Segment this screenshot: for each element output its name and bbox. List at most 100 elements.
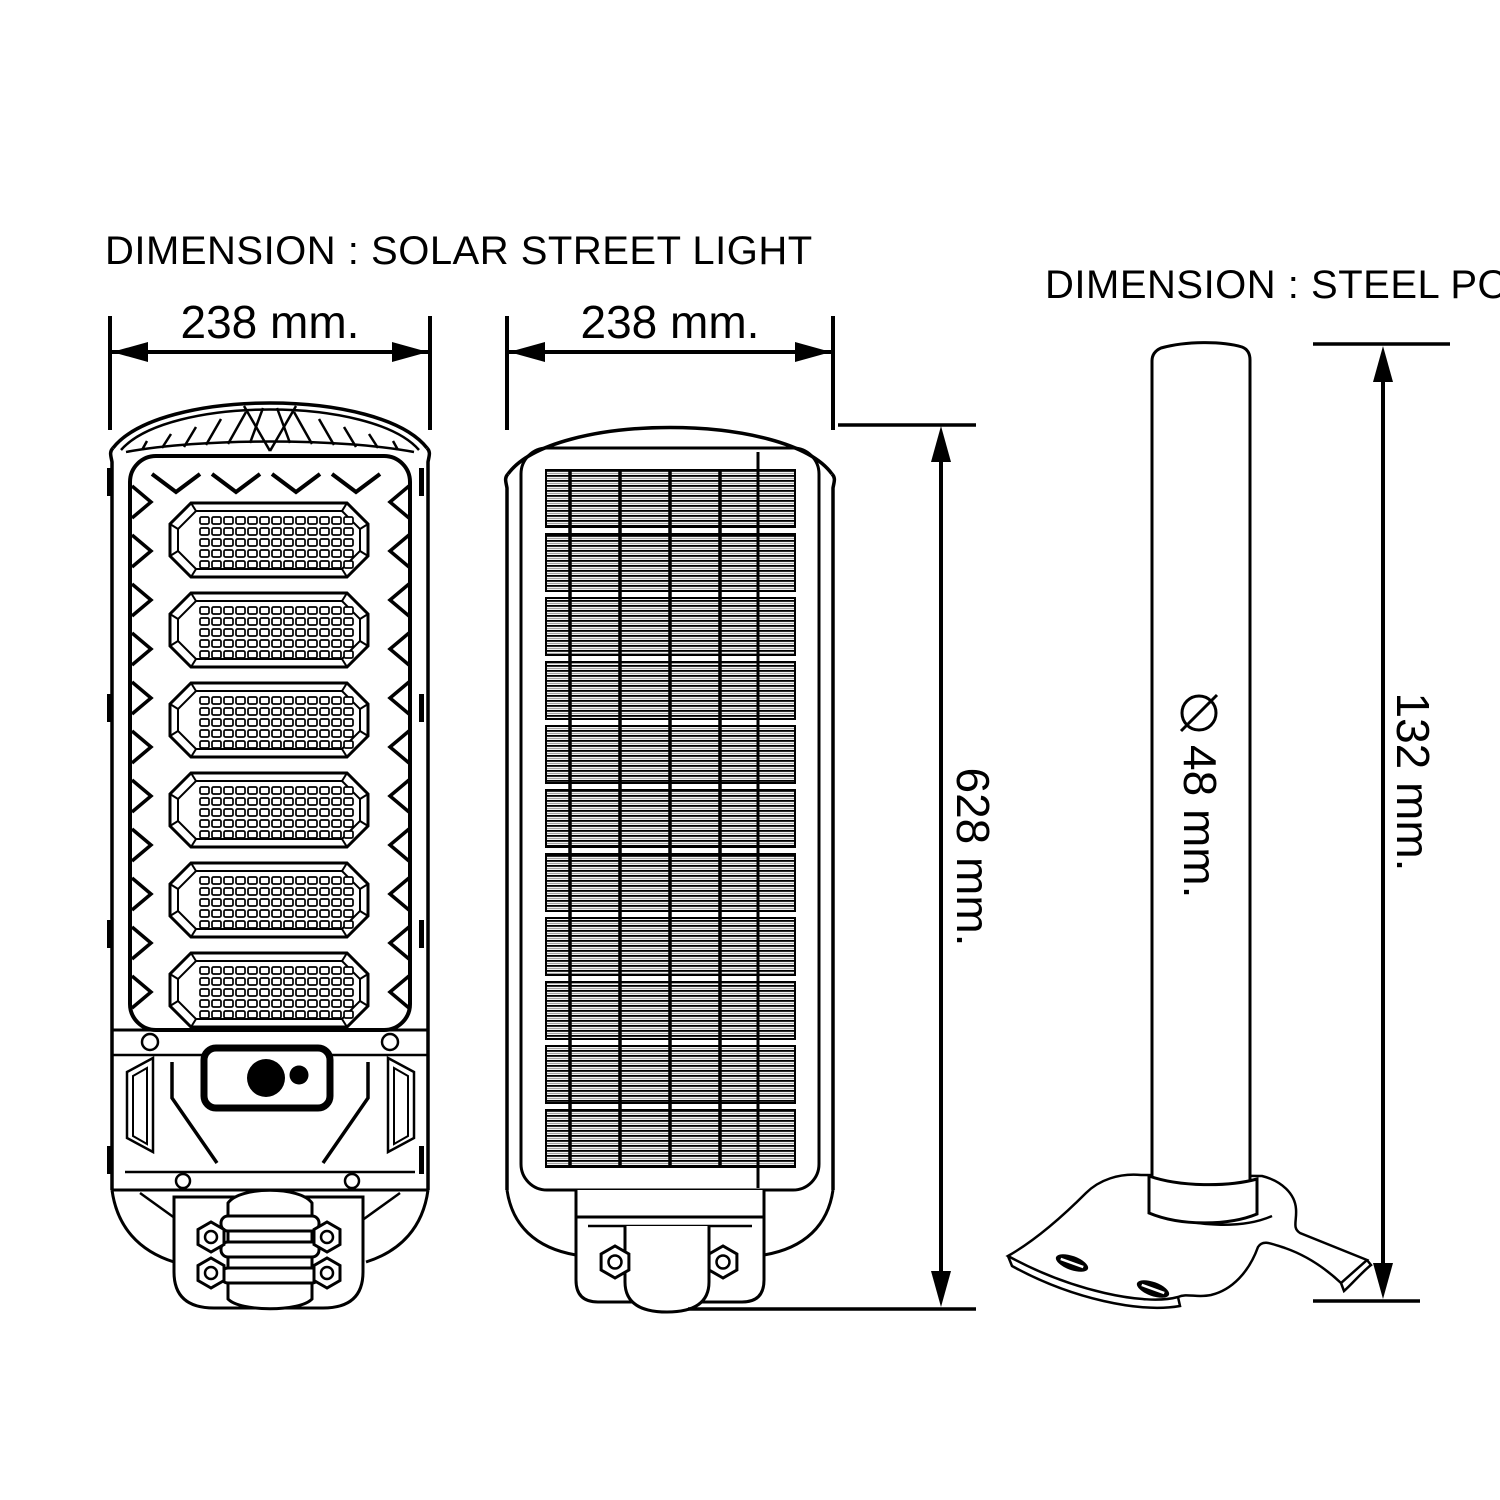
led-chip-icon (247, 819, 258, 828)
edge-mark (107, 920, 112, 948)
led-module (168, 951, 370, 1029)
led-chip-icon (223, 740, 234, 749)
led-chip-icon (235, 797, 246, 806)
led-chip-icon (271, 560, 282, 569)
led-chip-icon (295, 808, 306, 817)
led-chip-icon (259, 977, 270, 986)
fan-hatch-line (182, 426, 198, 448)
led-chip-icon (211, 606, 222, 615)
led-chip-icon (331, 999, 342, 1008)
led-chip-icon (331, 740, 342, 749)
led-chip-icon (211, 786, 222, 795)
chevron-left-icon (387, 680, 411, 716)
slot-highlight (1060, 1257, 1084, 1269)
led-chip-icon (223, 650, 234, 659)
led-chip-icon (319, 808, 330, 817)
led-chip-icon (283, 516, 294, 525)
led-chip-icon (247, 538, 258, 547)
led-chip-icon (223, 988, 234, 997)
led-chip-icon (223, 606, 234, 615)
hex-nut-icon (707, 1244, 739, 1280)
chevron-down-icon (210, 472, 262, 495)
led-chip-icon (271, 808, 282, 817)
led-chip-icon (223, 527, 234, 536)
arrowhead-left-icon (509, 342, 545, 362)
accent-line-left (170, 1062, 219, 1164)
led-chip-icon (283, 898, 294, 907)
led-chip-icon (199, 808, 210, 817)
pole-channel (623, 1226, 711, 1314)
led-chip-icon (319, 966, 330, 975)
led-chip-icon (319, 617, 330, 626)
led-chip-icon (283, 639, 294, 648)
led-chip-icon (283, 606, 294, 615)
led-chip-icon (259, 560, 270, 569)
led-chip-icon (307, 516, 318, 525)
led-chip-icon (199, 1010, 210, 1019)
chevron-right-icon (130, 876, 154, 912)
led-chip-icon (247, 617, 258, 626)
led-chip-icon (199, 639, 210, 648)
led-chip-icon (211, 876, 222, 885)
led-chip-icon (247, 527, 258, 536)
arrowhead-up-icon (1373, 346, 1393, 382)
arrowhead-down-icon (1373, 1263, 1393, 1299)
led-chip-icon (271, 696, 282, 705)
led-chip-icon (307, 819, 318, 828)
led-chip-icon (343, 786, 354, 795)
led-chip-icon (271, 786, 282, 795)
taper-curve-right (763, 1189, 835, 1257)
led-chip-icon (283, 740, 294, 749)
front-width-dimension-label: 238 mm. (181, 296, 360, 348)
module-bevel-line (359, 793, 369, 800)
led-chip-icon (223, 966, 234, 975)
led-chip-icon (307, 797, 318, 806)
led-chip-icon (271, 909, 282, 918)
chevron-right-icon (130, 631, 154, 667)
led-chip-icon (271, 797, 282, 806)
fan-hatch-line (226, 411, 248, 445)
module-bevel-line (341, 682, 348, 692)
led-chip-icon (247, 707, 258, 716)
led-chip-icon (199, 830, 210, 839)
led-chip-icon (343, 707, 354, 716)
led-chip-icon (199, 538, 210, 547)
led-chip-icon (271, 920, 282, 929)
led-chip-icon (331, 560, 342, 569)
chevron-left-icon (387, 533, 411, 569)
led-chip-icon (199, 560, 210, 569)
led-chip-icon (235, 628, 246, 637)
led-chip-icon (247, 909, 258, 918)
bracket-bolts (599, 1244, 739, 1280)
led-chip-icon (223, 797, 234, 806)
rear-width-dimension: 238 mm. (505, 296, 835, 430)
chevron-left-icon (387, 631, 411, 667)
led-chip-icon (331, 696, 342, 705)
led-chip-icon (235, 1010, 246, 1019)
clamp-band (219, 1214, 321, 1233)
led-chip-icon (271, 966, 282, 975)
led-chip-icon (247, 740, 258, 749)
module-bevel-line (359, 523, 369, 530)
hex-nut-icon (599, 1244, 631, 1280)
screw-icon (174, 1172, 192, 1190)
led-chip-icon (283, 549, 294, 558)
module-bevel-line (190, 592, 197, 602)
led-chip-icon (343, 696, 354, 705)
led-chip-icon (199, 696, 210, 705)
led-chip-icon (259, 1010, 270, 1019)
module-bevel-line (341, 772, 348, 782)
led-chip-icon (199, 797, 210, 806)
led-chip-icon (319, 707, 330, 716)
module-bevel-line (190, 658, 197, 668)
led-chip-icon (247, 560, 258, 569)
module-bevel-line (359, 703, 369, 710)
led-chip-icon (259, 909, 270, 918)
led-chip-icon (223, 920, 234, 929)
led-chip-icon (271, 628, 282, 637)
led-chip-icon (199, 516, 210, 525)
steel-pole-view: 48 mm. 132 mm. (1005, 341, 1450, 1309)
chevron-left-icon (387, 974, 411, 1010)
led-chip-icon (331, 898, 342, 907)
led-module (168, 681, 370, 759)
